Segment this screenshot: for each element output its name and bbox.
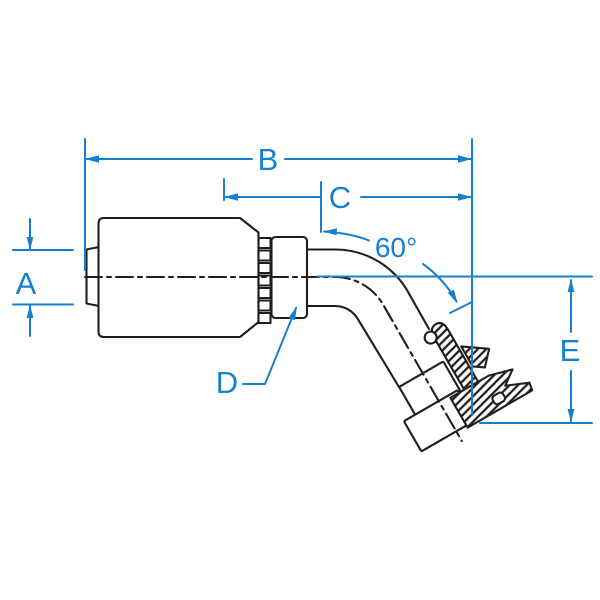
arrow-a-up [26, 304, 34, 318]
flange-head-section [449, 368, 534, 429]
collar-hook-notch [423, 330, 438, 345]
dimension-labels: B C A D E 60° [16, 142, 581, 400]
fitting-outline [83, 216, 534, 452]
dim-label-a: A [16, 266, 37, 301]
dim-label-e: E [560, 333, 581, 368]
tube-outer-wall [305, 248, 431, 331]
dim-label-c: C [329, 180, 351, 215]
arrow-b-right [458, 155, 472, 163]
dim-label-d: D [216, 365, 238, 400]
arrow-c-right [458, 193, 472, 201]
arrow-d-leader [288, 306, 297, 321]
flange-assembly [398, 321, 534, 452]
arrow-e-up [567, 278, 575, 292]
arrow-angle-left [323, 228, 337, 236]
arrow-b-left [85, 155, 99, 163]
tube-inner-wall [305, 304, 401, 389]
dimension-arrowheads [26, 155, 575, 423]
arrow-angle-right [447, 289, 458, 304]
angle-tick-end [449, 301, 472, 314]
dim-d-leader [242, 307, 297, 385]
angle-label: 60° [375, 232, 417, 263]
arrow-a-down [26, 237, 34, 250]
flange-head-tooth [460, 345, 491, 369]
o-ring-groove [491, 391, 507, 406]
arrow-e-down [567, 409, 575, 423]
arrow-c-left [224, 193, 238, 201]
crimp-serrations [257, 236, 272, 325]
dim-label-b: B [258, 142, 279, 177]
